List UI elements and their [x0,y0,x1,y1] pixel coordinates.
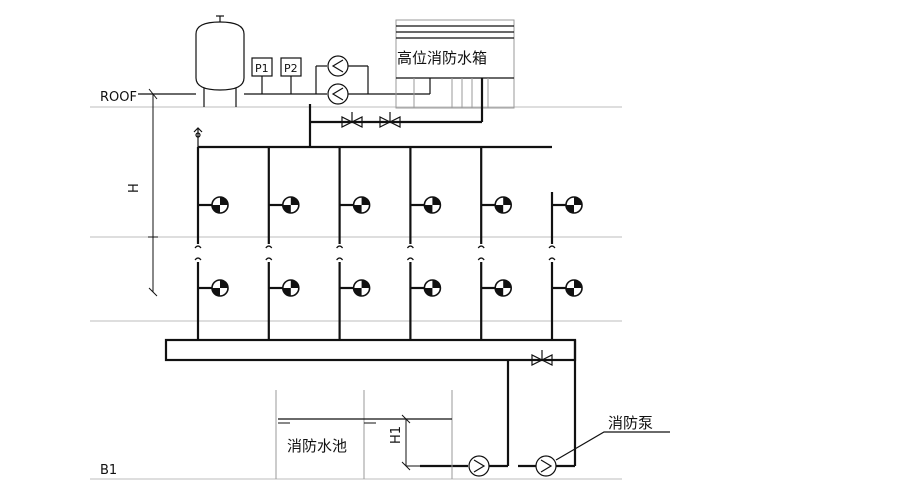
fire-hydrant [268,279,300,297]
fire-hydrant [410,196,442,214]
pool-label: 消防水池 [287,437,347,455]
fire-hydrant [410,279,442,297]
fire-hydrant [481,279,513,297]
fire-hydrant [481,196,513,214]
tank-label: 高位消防水箱 [397,49,487,67]
gauge-p1-label: P1 [255,62,269,75]
riser-6 [548,192,583,340]
pump-label: 消防泵 [608,414,653,432]
basement-label: B1 [100,463,117,478]
booster-pump-2 [327,83,349,105]
riser-break-mark [336,245,344,249]
riser-2 [265,147,300,340]
roof-check-valve-1 [341,112,363,128]
pressure-tank [195,15,245,107]
pressure-gauge-p2: P2 [280,57,302,94]
riser-5 [477,147,513,340]
height-dim-label: H [127,183,142,193]
fire-hydrant [339,196,371,214]
riser-break-mark [548,257,556,261]
gauge-p2-label: P2 [284,62,298,75]
roof-check-valve-2 [379,112,401,128]
riser-break-mark [477,257,485,261]
roof-label: ROOF [100,90,137,105]
riser-break-mark [477,245,485,249]
fire-hydrant [268,196,300,214]
fire-pump-1 [468,455,490,477]
height-dim-tick-bottom [148,287,158,297]
riser-break-mark [194,245,202,249]
fire-hydrant [552,196,583,214]
riser-break-mark [265,257,273,261]
fire-hydrant [552,279,583,297]
fire-hydrant [198,279,229,297]
bottom-ring-main [164,338,577,362]
air-release-valve [193,127,203,147]
fire-hydrant [198,196,229,214]
riser-4 [406,147,442,340]
fire-hydrant [339,279,371,297]
riser-break-mark [265,245,273,249]
riser-break-mark [406,257,414,261]
pressure-gauge-p1: P1 [251,57,273,94]
riser-break-mark [336,257,344,261]
riser-3 [336,147,371,340]
pump-leader-line [555,431,670,461]
bottom-check-valve [531,350,553,366]
riser-1 [194,147,229,340]
pool-height-label: H1 [389,426,404,444]
pool-height-tick-top [401,414,411,424]
elevated-fire-water-tank [395,19,515,109]
riser-break-mark [406,245,414,249]
riser-break-mark [548,245,556,249]
riser-break-mark [194,257,202,261]
fire-water-pool [275,390,453,479]
riser-group [194,147,583,340]
fire-pump-2 [535,455,557,477]
booster-pump-1 [327,55,349,77]
